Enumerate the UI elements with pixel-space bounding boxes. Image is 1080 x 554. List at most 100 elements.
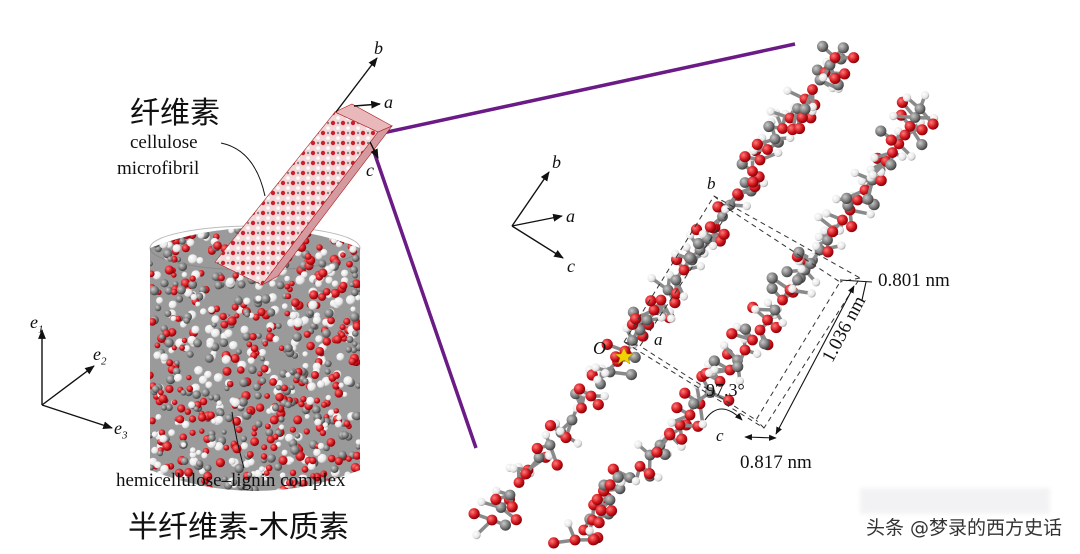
cylinder-atom [231,479,238,486]
cylinder-atom [212,393,221,402]
cylinder-atom [234,463,244,474]
molecule-atom [777,294,788,306]
cylinder-atom [320,470,328,478]
cylinder-atom [172,244,181,253]
molecule-atom [533,452,545,463]
molecule-atom [509,464,518,473]
molecule-atom [829,72,841,84]
cylinder-atom [171,272,177,278]
cylinder-atom [317,453,327,464]
molecule-atom [588,533,600,546]
cylinder-atom [208,395,214,401]
cylinder-atom [155,414,162,420]
cylinder-atom [339,281,348,290]
cylinder-atom [228,457,236,465]
cylinder-atom [248,365,257,375]
cylinder-atom [208,306,215,313]
cylinder-atom [289,384,295,391]
molecule-atom [819,73,828,82]
cylinder-atom [226,380,234,388]
cylinder-atom [219,338,229,347]
cylinder-atom [326,438,336,447]
molecule-atom [710,365,719,374]
global-axes [38,329,113,429]
molecule-atom [679,387,691,399]
crystal-axis-c-label: c [567,256,575,276]
cylinder-atom [330,464,339,473]
cylinder-atom [250,437,259,447]
dimension-0801-label: 0.801 nm [878,270,950,291]
cylinder-atom [150,464,154,471]
cylinder-atom [196,449,202,456]
cylinder-atom [332,382,340,390]
cylinder-atom [275,392,284,402]
cylinder-atom [259,492,267,500]
molecule-atom [914,103,926,115]
cylinder-atom [279,369,288,378]
cylinder-atom [278,345,285,352]
cylinder-atom [303,428,310,435]
cylinder-atom [211,315,220,324]
cylinder-atom [328,263,336,271]
molecule-atom [601,338,613,350]
molecule-atom [769,133,781,145]
molecule-atom [651,446,663,458]
molecule-atom [718,228,730,240]
cylinder-atom [222,366,232,376]
cylinder-atom [351,279,360,289]
molecule-atom [630,313,642,325]
molecule-atom [664,429,676,441]
cell-b-label: b [707,174,716,193]
molecule-atom [762,314,773,326]
cylinder-atom [154,461,162,469]
cylinder-atom [346,260,353,268]
molecule-atom [763,120,775,133]
cylinder-atom [309,290,319,300]
molecule-atom [739,344,751,356]
molecule-atom [739,151,751,163]
cylinder-atom [192,390,201,399]
molecule-atom [604,479,616,491]
cylinder-atom [272,404,280,412]
dimension-lines [704,279,873,441]
cylinder-atom [217,409,225,417]
cylinder-atom [348,357,357,366]
cylinder-atom [290,388,296,395]
molecule-atom [807,84,818,95]
cylinder-atom [164,310,172,317]
cylinder-atom [314,418,322,426]
cylinder-atom [338,382,345,389]
molecule-atom [576,402,587,414]
cylinder-atom [352,411,360,421]
crystal-axis-b-label: b [552,152,561,172]
cylinder-atom [286,478,294,487]
molecule-atom [631,477,641,486]
molecule-atom [739,323,752,335]
cylinder-atom [165,374,176,385]
molecule-atom [477,497,486,507]
molecule-atom [754,324,766,336]
molecule-atom [566,414,578,426]
cylinder-atom [348,494,356,502]
molecule-atom [499,519,511,531]
cylinder-atom [179,344,186,351]
molecule-atom [667,314,676,323]
molecule-atom [585,390,597,402]
cylinder-atom [278,424,285,430]
cylinder-atom [269,495,274,500]
cylinder-atom [307,462,316,471]
molecule-atom [604,494,616,506]
cylinder-atom [262,341,268,347]
cylinder-atom [255,403,265,412]
cylinder-atom [311,405,321,415]
cylinder-atom [215,494,222,501]
cylinder-atom [188,280,198,289]
molecule-atom [605,505,618,517]
cylinder-atom [160,464,169,474]
zoom-connector-lines [370,42,796,449]
molecule-atom [492,486,501,495]
molecule-atom [766,272,778,284]
molecule-atom [792,274,803,286]
cylinder-atom [159,434,168,443]
cylinder-atom [189,275,196,282]
